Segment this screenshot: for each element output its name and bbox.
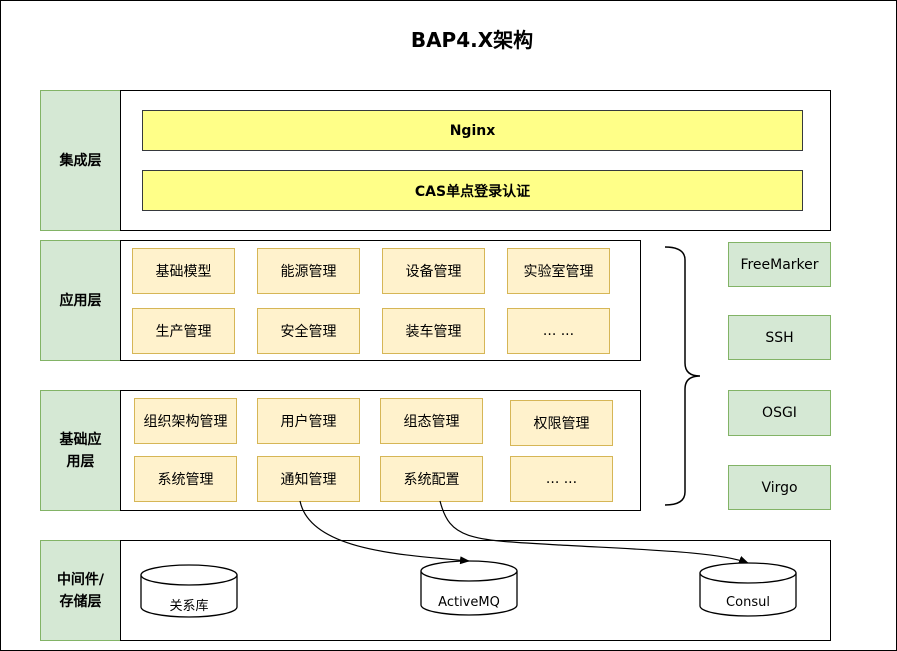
cas-sso-bar: CAS单点登录认证 (142, 170, 803, 211)
tech-ssh: SSH (728, 315, 831, 360)
database-cylinder (140, 564, 238, 618)
connector-config-to-consul (439, 500, 749, 564)
app-module: 生产管理 (132, 308, 235, 354)
layer-label-foundation: 基础应 用层 (40, 390, 121, 511)
app-module: ... ... (507, 308, 610, 354)
tech-osgi: OSGI (728, 390, 831, 436)
foundation-module: ... ... (510, 456, 613, 502)
app-module: 基础模型 (132, 248, 235, 294)
grouping-brace (664, 246, 701, 506)
foundation-module: 系统配置 (380, 456, 483, 502)
storage-label-relational-db: 关系库 (169, 599, 209, 614)
app-module: 装车管理 (382, 308, 485, 354)
storage-label-consul: Consul (726, 595, 770, 610)
connector-notify-to-mq (299, 500, 470, 565)
app-module: 实验室管理 (507, 248, 610, 294)
foundation-module: 系统管理 (134, 456, 237, 502)
foundation-module: 权限管理 (510, 400, 613, 446)
diagram-title: BAP4.X架构 (410, 28, 534, 52)
tech-virgo: Virgo (728, 465, 831, 510)
foundation-module: 用户管理 (257, 398, 360, 444)
foundation-module: 通知管理 (257, 456, 360, 502)
app-module: 能源管理 (257, 248, 360, 294)
message-queue-cylinder (420, 560, 518, 616)
layer-label-middleware: 中间件/ 存储层 (40, 540, 121, 641)
foundation-module: 组态管理 (380, 398, 483, 444)
layer-label-integration: 集成层 (40, 90, 121, 231)
app-module: 设备管理 (382, 248, 485, 294)
nginx-bar: Nginx (142, 110, 803, 151)
tech-freemarker: FreeMarker (728, 242, 831, 287)
app-module: 安全管理 (257, 308, 360, 354)
storage-label-activemq: ActiveMQ (438, 595, 500, 610)
foundation-module: 组织架构管理 (134, 398, 237, 444)
